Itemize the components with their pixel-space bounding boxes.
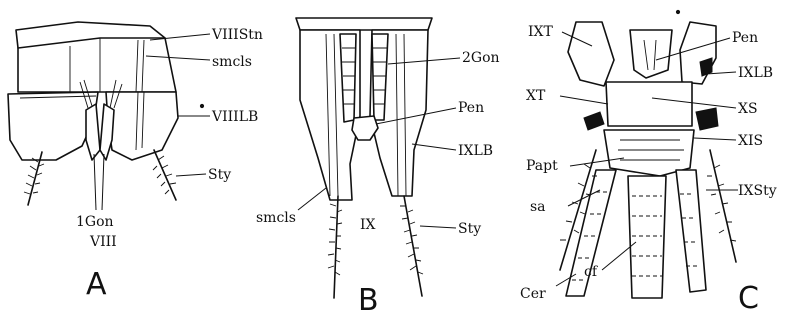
label-ixt: IXT <box>528 24 553 40</box>
panel-a-letter: A <box>86 267 107 302</box>
label-sty-a: Sty <box>208 167 231 183</box>
panel-c-letter: C <box>738 281 759 316</box>
label-cer: Cer <box>520 286 546 302</box>
label-cf: cf <box>584 264 599 280</box>
label-1gon: 1Gon <box>76 214 114 230</box>
label-sty-b: Sty <box>458 221 481 237</box>
label-xis: XIS <box>738 133 763 149</box>
label-pen-b: Pen <box>458 100 484 116</box>
label-viii-lb: VIIILB <box>211 109 258 125</box>
label-xs: XS <box>738 101 758 117</box>
panel-b-letter: B <box>358 283 379 318</box>
label-2gon: 2Gon <box>462 50 500 66</box>
label-ix-lb-b: IXLB <box>458 143 493 159</box>
label-sa: sa <box>530 199 546 215</box>
panel-a-drawing <box>8 22 210 210</box>
label-smcls-a: smcls <box>212 54 252 70</box>
label-papt: Papt <box>526 158 558 174</box>
panel-b-drawing <box>296 18 460 298</box>
label-ix-sty: IXSty <box>738 183 777 199</box>
label-xt: XT <box>526 88 546 104</box>
label-viii-stn: VIIIStn <box>211 27 263 43</box>
panel-c-drawing <box>556 10 738 298</box>
panel-a-sublabel: VIII <box>89 234 117 250</box>
label-ix-lb-c: IXLB <box>738 65 773 81</box>
label-pen-c: Pen <box>732 30 758 46</box>
panel-b-sublabel: IX <box>360 217 376 233</box>
label-smcls-b: smcls <box>256 210 296 226</box>
